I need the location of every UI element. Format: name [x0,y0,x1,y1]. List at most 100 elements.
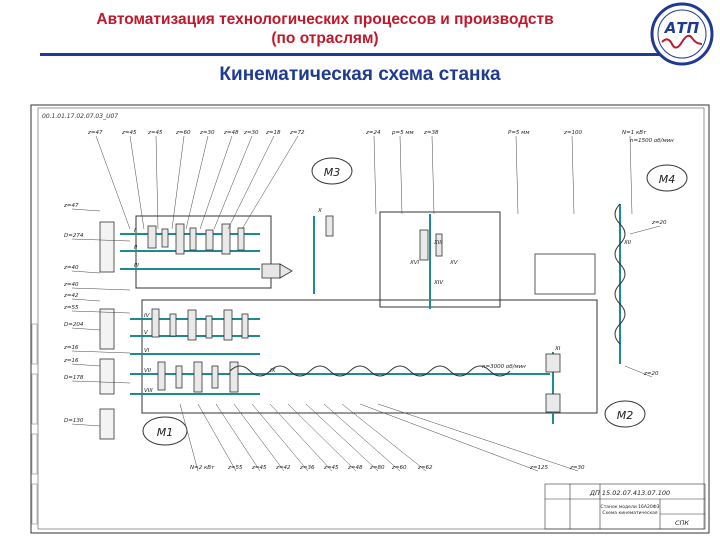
top-label-14: z=100 [563,130,582,136]
gear-7 [237,227,245,251]
gear-9 [169,313,177,337]
page-title: Кинематическая схема станка [219,64,501,85]
top-label-7-leader [213,135,253,230]
shaft-label-I: I [134,228,136,234]
left-label-10: D=178 [64,375,84,381]
left-label-7-leader [71,327,101,331]
gear-21 [435,233,443,257]
top-label-9-leader [241,135,299,230]
shaft-label-VI: VI [144,348,150,354]
feed-screw-vertical [614,203,626,345]
top-label-11: p=5 мм [391,130,414,136]
shafts [120,204,621,424]
title-block-name-line1: Станок модели 16А20Ф3 [601,504,660,510]
shaft-label-IX: IX [270,368,276,374]
motor-m3-label: M3 [324,166,341,179]
top-label-11-leader [399,135,403,215]
shaft-label-IV: IV [144,313,151,319]
shaft-label-XV: XV [449,260,459,266]
bottom-label-3-leader [215,403,261,472]
left-label-3: z=40 [63,265,79,271]
shaft-label-V: V [144,330,149,336]
bottom-label-4: z=42 [275,465,291,471]
gear-17 [211,365,219,389]
header-title-line1: Автоматизация технологических процессов … [96,11,554,28]
tailstock-base [534,253,596,295]
top-label-6: z=48 [223,130,239,136]
gear-18 [229,361,239,393]
leader-lines [71,135,661,472]
left-label-5: z=42 [63,293,79,299]
left-label-9-leader [71,363,101,367]
speed-label-1: n=3000 об/мин [482,364,526,370]
gear-10 [187,309,197,341]
top-label-1: z=47 [87,130,103,136]
top-label-5-leader [185,135,209,230]
right-label-1: z=20 [651,220,667,226]
bottom-label-12-leader [377,403,579,472]
gear-8 [151,308,160,338]
top-label-10: z=24 [365,130,381,136]
shaft-label-XI: XI [554,346,561,352]
left-label-8-leader [71,350,131,354]
bottom-label-7: z=48 [347,465,363,471]
shaft-label-II: II [134,245,138,251]
gear-16 [193,361,203,393]
right-label-2-leader [624,365,653,378]
top-label-8-leader [227,135,275,230]
left-label-1-leader [71,208,101,212]
bottom-label-5: z=36 [299,465,315,471]
left-label-6-leader [71,310,131,314]
bottom-label-8: z=80 [369,465,385,471]
motor-m3: M3 [311,157,353,185]
gear-5 [205,229,214,251]
left-label-7: D=204 [64,322,84,328]
binding-stripes [31,323,38,525]
right-label-1-leader [629,225,661,235]
top-label-14-leader [571,135,575,215]
sheet-inner-frame [37,107,705,530]
bottom-label-6-leader [269,403,333,472]
top-label-4-leader [171,135,185,230]
top-label-5: z=30 [199,130,215,136]
motor-m2-label: M2 [617,409,634,422]
shaft-label-XII: XII [623,240,631,246]
top-label-15: N=1 кВт [622,130,647,136]
top-label-8: z=18 [265,130,281,136]
gear-13 [241,313,249,339]
gear-20 [419,229,429,261]
gear-blocks [147,215,561,413]
gearbox-housing [141,299,598,414]
logo-text: АТП [664,19,700,37]
motor-m4: M4 [646,164,688,192]
left-label-10-leader [71,380,131,384]
top-label-13: P=5 мм [508,130,529,136]
pulleys [99,221,115,440]
shaft-label-X: X [317,208,322,214]
top-label-2-leader [129,135,145,230]
doc-code: 00.1.01.17.02.07.03_U07 [42,113,118,120]
lead-screw [229,365,511,377]
shaft-label-III: III [134,263,139,269]
gear-4 [189,227,197,251]
gear-15 [175,365,183,389]
motor-m1: M1 [142,416,188,446]
left-label-2: D=274 [64,233,84,239]
bottom-label-12: z=30 [569,465,585,471]
left-label-4: z=40 [63,282,79,288]
gear-23 [545,393,561,413]
speed-label-2: n=1500 об/мин [630,138,674,144]
top-label-13-leader [515,135,519,215]
shaft-label-XIII: XIII [433,240,443,246]
gear-3 [175,223,185,255]
top-label-9: z=72 [289,130,305,136]
bottom-label-3: z=45 [251,465,267,471]
bottom-label-11: z=125 [529,465,548,471]
header-title: Автоматизация технологических процессов … [40,10,610,48]
gear-11 [205,315,213,339]
bottom-label-10: z=62 [417,465,433,471]
header-title-line2: (по отраслям) [271,30,379,47]
bottom-label-9-leader [323,403,401,472]
gear-6 [221,223,231,255]
right-label-2: z=20 [643,371,659,377]
